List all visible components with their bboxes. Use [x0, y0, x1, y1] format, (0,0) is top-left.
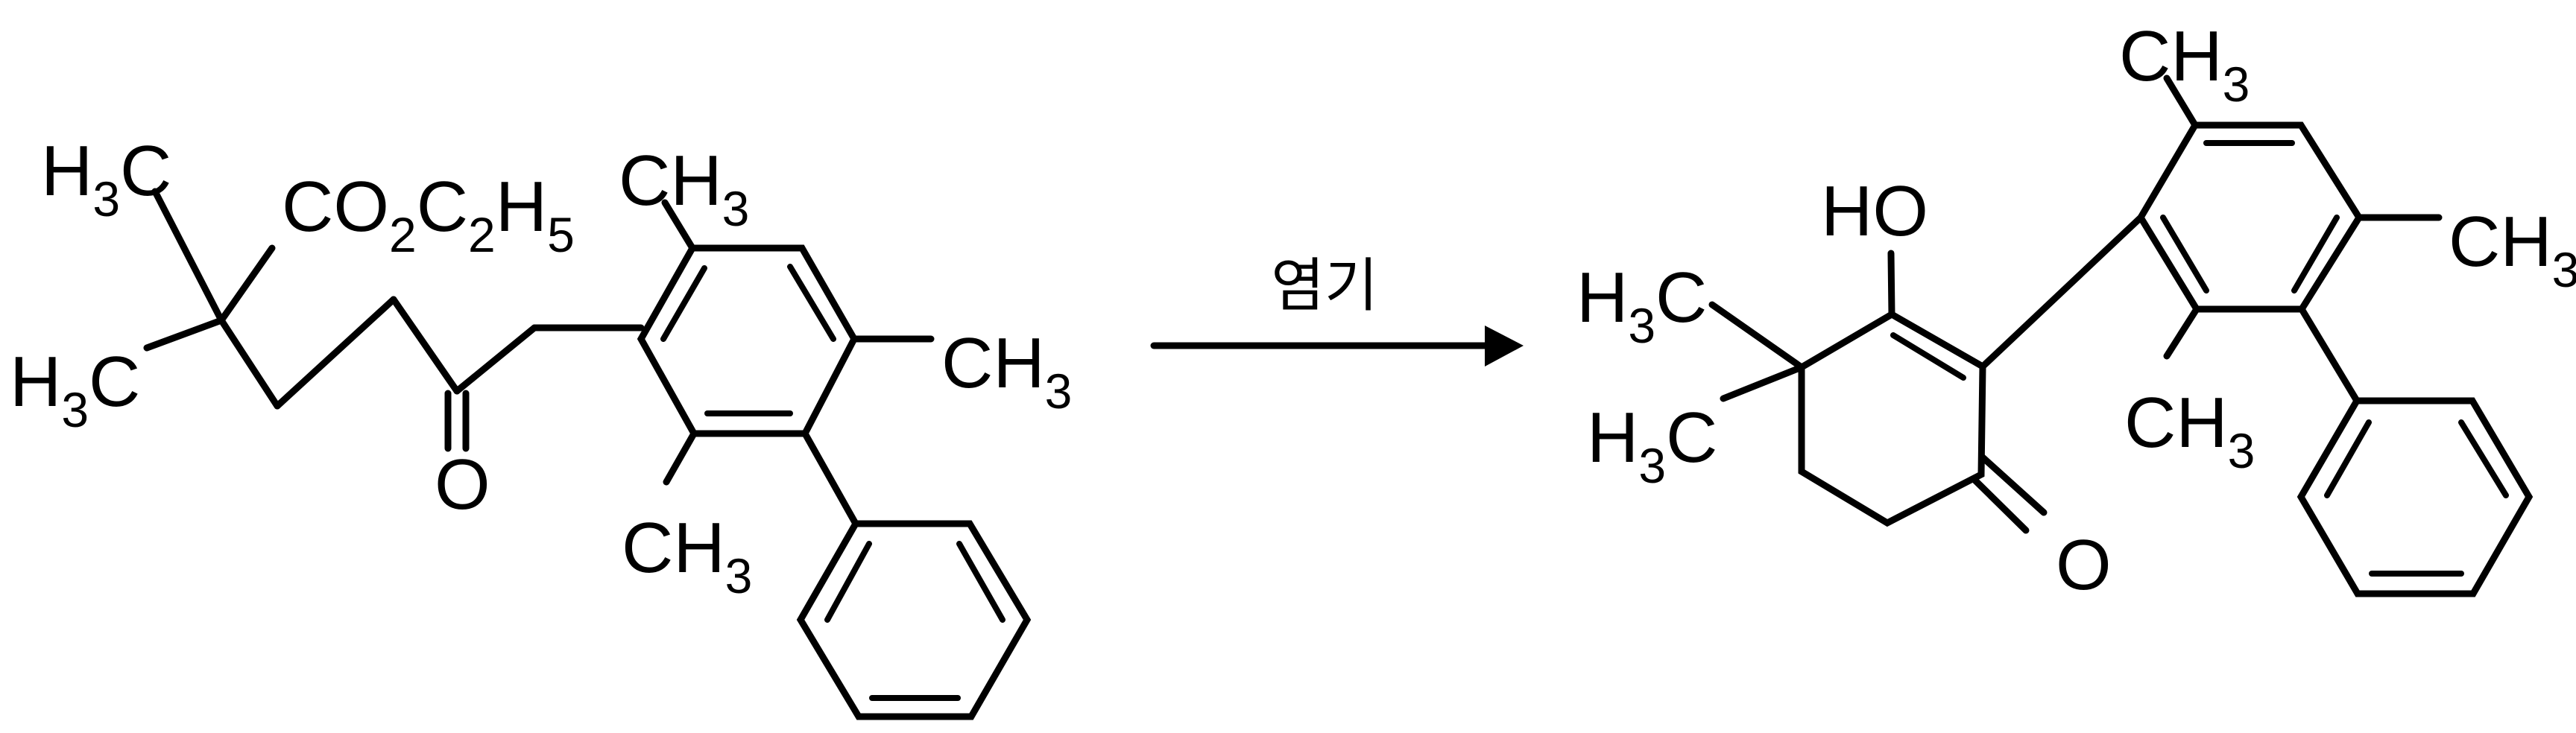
reactant-methyl-label-2: H3C: [10, 342, 140, 437]
reactant-bonds: [143, 188, 645, 452]
reactant-methyl-label-1: H3C: [41, 131, 171, 226]
product-aryl-ring: [2136, 74, 2443, 404]
product-aryl-methyl-top: CH3: [2119, 16, 2250, 112]
product-ketone-oxygen: O: [2056, 525, 2112, 605]
reaction-arrow: 염기: [1150, 253, 1524, 366]
product-hydroxyl-label: HO: [1821, 171, 1928, 251]
reactant-structure: H3C CO2C2H5 H3C O CH3 CH3 CH3: [10, 131, 1072, 720]
product-aryl-methyl-bottom: CH3: [2124, 383, 2255, 478]
reactant-aryl-ring: [637, 199, 935, 527]
reactant-aryl-methyl-top: CH3: [619, 141, 749, 236]
product-cyclohexenone-ring: [1708, 214, 2144, 534]
reactant-ester-label: CO2C2H5: [282, 167, 575, 262]
arrowhead-icon: [1485, 326, 1524, 366]
reactant-phenyl-ring: [796, 520, 1032, 720]
product-methyl-label-1: H3C: [1576, 258, 1707, 353]
reagent-label: 염기: [1271, 253, 1378, 320]
reactant-aryl-methyl-right: CH3: [941, 323, 1072, 419]
product-structure: HO H3C H3C O CH3 CH3 CH3: [1576, 16, 2576, 605]
reactant-ketone-oxygen: O: [435, 445, 490, 524]
product-aryl-methyl-right: CH3: [2449, 202, 2576, 297]
reactant-aryl-methyl-bottom: CH3: [622, 508, 752, 603]
product-phenyl-ring: [2296, 397, 2534, 597]
product-methyl-label-2: H3C: [1587, 398, 1717, 493]
